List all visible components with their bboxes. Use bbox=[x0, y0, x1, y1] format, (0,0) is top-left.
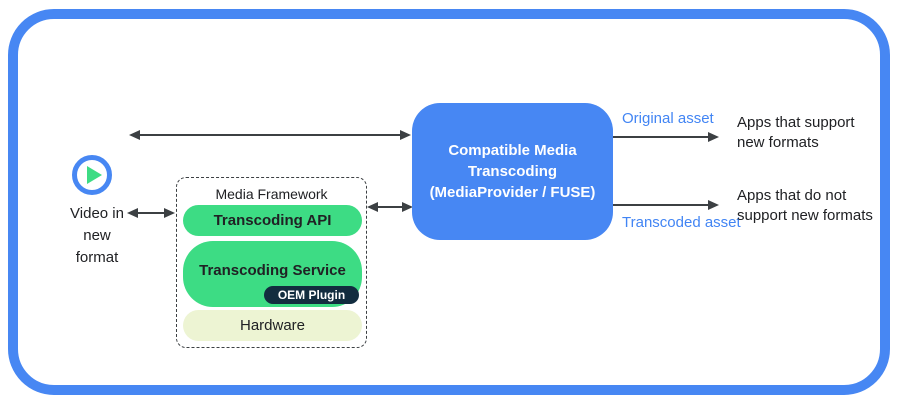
transcoding-service-label: Transcoding Service bbox=[199, 262, 346, 279]
media-framework-box: Media Framework Transcoding API Transcod… bbox=[176, 177, 367, 348]
apps-support-label: Apps that support new formats bbox=[737, 114, 855, 151]
arrow-source-to-transcoding-bidirectional bbox=[129, 130, 411, 140]
video-play-icon bbox=[72, 155, 112, 195]
original-asset-label: Original asset bbox=[622, 110, 714, 127]
transcoding-api-block: Transcoding API bbox=[183, 205, 362, 236]
apps-no-support-label: Apps that do not support new formats bbox=[737, 187, 873, 224]
arrow-source-to-framework-bidirectional bbox=[127, 208, 175, 218]
media-framework-title: Media Framework bbox=[215, 186, 328, 202]
video-source-label: Video in new format bbox=[70, 205, 124, 266]
arrow-original-asset bbox=[613, 132, 719, 142]
transcoding-service-block: Transcoding Service OEM Plugin bbox=[183, 241, 362, 307]
hardware-block: Hardware bbox=[183, 310, 362, 341]
arrow-transcoded-asset bbox=[613, 200, 719, 210]
oem-plugin-block: OEM Plugin bbox=[264, 286, 359, 304]
compatible-media-transcoding-box: Compatible Media Transcoding (MediaProvi… bbox=[412, 103, 613, 240]
transcoded-asset-label: Transcoded asset bbox=[622, 214, 741, 231]
arrow-framework-to-transcoding-bidirectional bbox=[367, 202, 413, 212]
diagram-outer-frame bbox=[8, 9, 890, 395]
play-triangle-icon bbox=[87, 166, 102, 184]
